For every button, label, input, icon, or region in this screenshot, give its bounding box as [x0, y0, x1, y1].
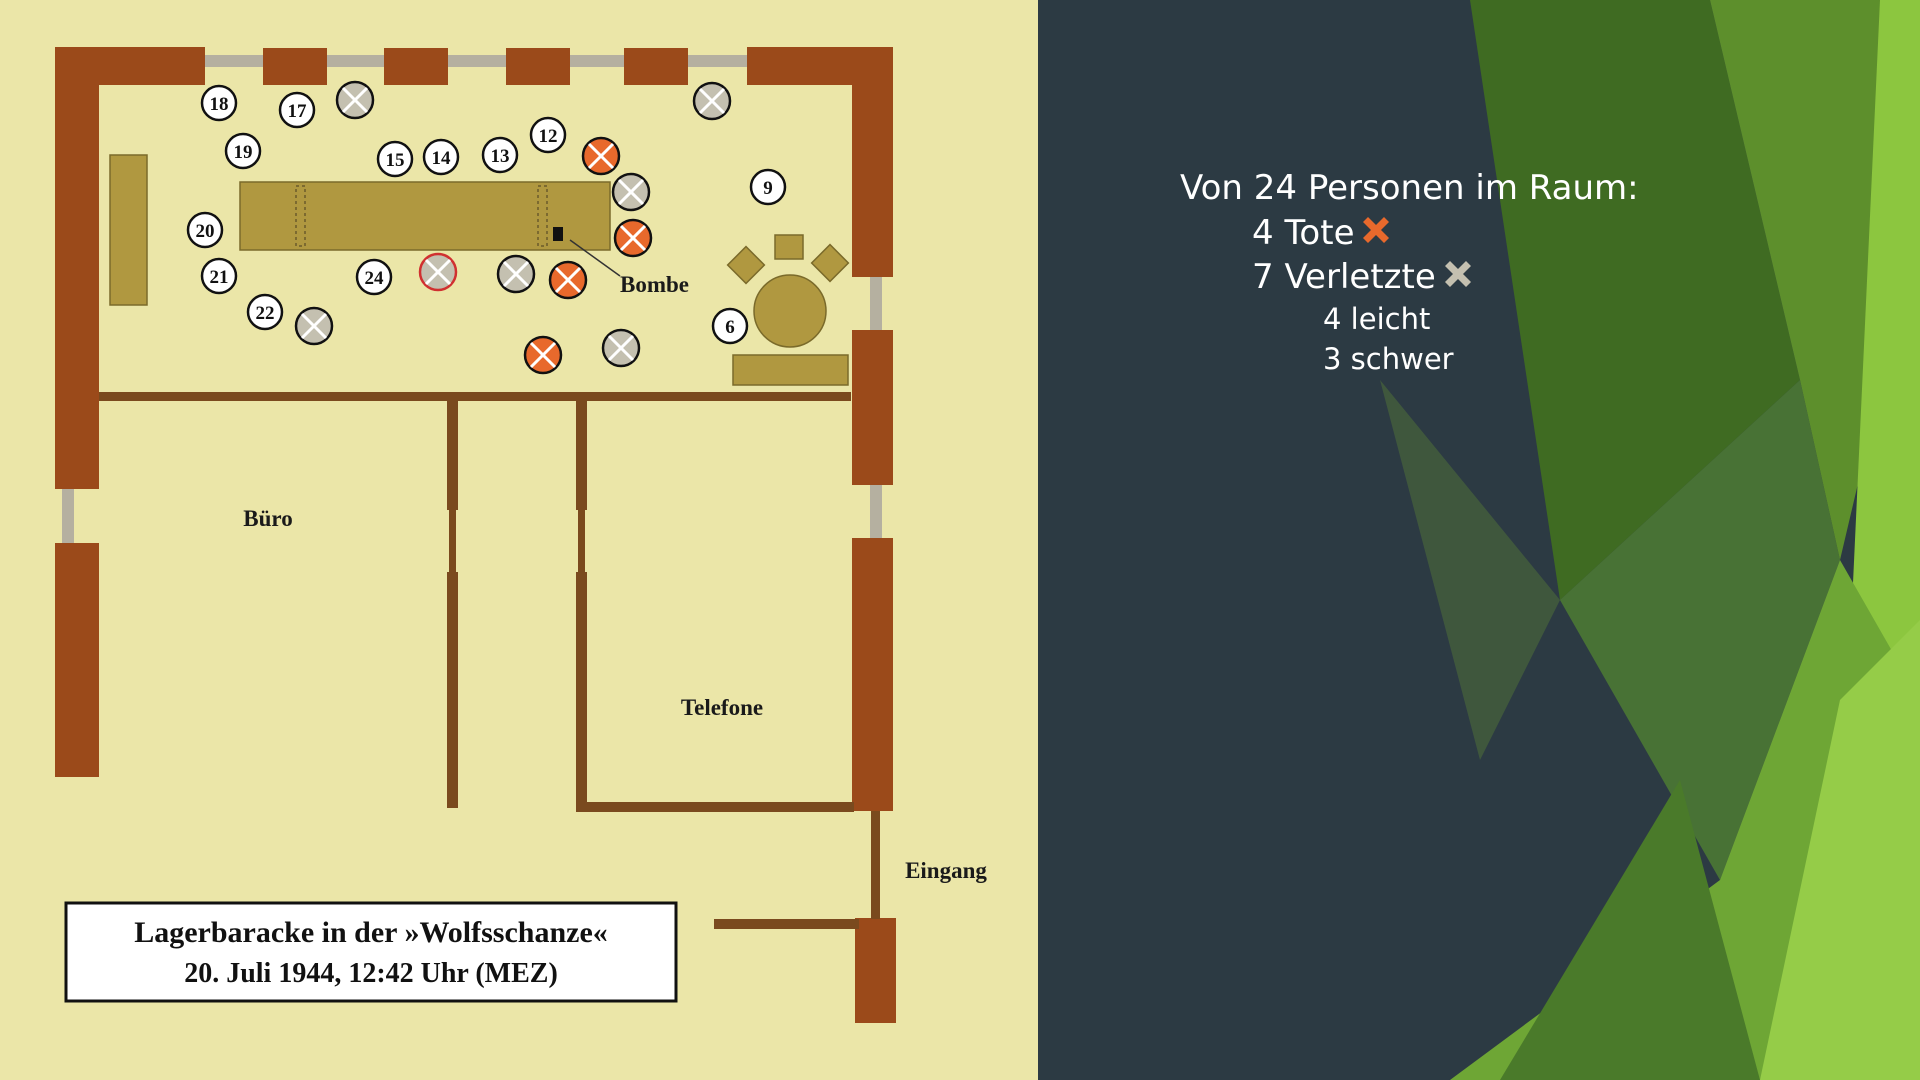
person-number-9: 9 [749, 168, 787, 206]
injured-person-marker [418, 252, 458, 292]
floor-plan: 18 17 19 15 14 13 12 9 20 21 22 24 6 Büro Telefone E… [55, 47, 987, 1023]
person-number-15: 15 [376, 140, 414, 178]
summary-heading: Von 24 Personen im Raum: [1180, 168, 1639, 208]
person-number-19: 19 [224, 132, 262, 170]
person-number-22: 22 [246, 293, 284, 331]
injured-person-marker [611, 172, 651, 212]
person-number-6: 6 [711, 307, 749, 345]
bomb-label: Bombe [620, 272, 689, 297]
svg-text:14: 14 [432, 148, 452, 169]
summary-severe: 3 schwer [1323, 342, 1454, 376]
dead-person-marker [548, 260, 588, 300]
summary-injured-row: 7 Verletzte [1252, 256, 1639, 300]
svg-text:15: 15 [386, 150, 405, 171]
svg-text:19: 19 [234, 142, 253, 163]
person-number-17: 17 [278, 91, 316, 129]
room-label-entrance: Eingang [905, 858, 987, 883]
svg-text:22: 22 [256, 303, 275, 324]
injured-person-marker [692, 81, 732, 121]
svg-text:12: 12 [539, 126, 558, 147]
summary-light: 4 leicht [1323, 302, 1431, 336]
dead-person-marker [581, 136, 621, 176]
dead-person-marker [613, 218, 653, 258]
svg-text:24: 24 [365, 268, 385, 289]
summary-dead-row: 4 Tote [1252, 212, 1639, 256]
injured-person-marker [335, 80, 375, 120]
person-number-12: 12 [529, 116, 567, 154]
injured-person-marker [294, 306, 334, 346]
svg-text:6: 6 [725, 317, 735, 338]
person-number-13: 13 [481, 136, 519, 174]
grey-cross-icon [1440, 256, 1476, 301]
svg-text:13: 13 [491, 146, 510, 167]
caption-title: Lagerbaracke in der »Wolfsschanze« [134, 916, 608, 949]
svg-text:21: 21 [210, 267, 229, 288]
svg-text:17: 17 [288, 101, 308, 122]
dead-person-marker [523, 335, 563, 375]
room-label-telephones: Telefone [681, 695, 763, 720]
summary-injured: 7 Verletzte [1252, 257, 1436, 297]
person-number-18: 18 [200, 84, 238, 122]
person-number-21: 21 [200, 257, 238, 295]
orange-cross-icon [1358, 212, 1394, 257]
person-number-20: 20 [186, 211, 224, 249]
person-number-14: 14 [422, 138, 460, 176]
room-label-office: Büro [243, 506, 292, 531]
svg-text:18: 18 [210, 94, 229, 115]
casualty-summary: Von 24 Personen im Raum: 4 Tote 7 Verlet… [1180, 168, 1639, 382]
svg-text:20: 20 [196, 221, 215, 242]
svg-text:9: 9 [763, 178, 773, 199]
summary-dead: 4 Tote [1252, 213, 1355, 253]
injured-person-marker [496, 254, 536, 294]
person-number-24: 24 [355, 258, 393, 296]
injured-person-marker [601, 328, 641, 368]
caption-date: 20. Juli 1944, 12:42 Uhr (MEZ) [184, 958, 558, 989]
